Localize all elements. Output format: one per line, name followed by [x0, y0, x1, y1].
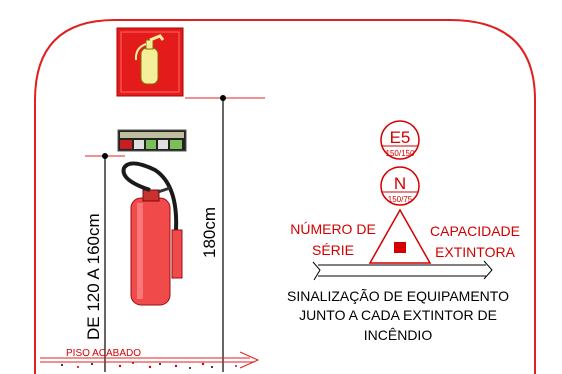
caption-line1: SINALIZAÇÃO DE EQUIPAMENTO: [287, 288, 509, 304]
serial-number-label-line1: NÚMERO DE: [290, 221, 376, 237]
fire-extinguisher-sign-icon: [116, 27, 184, 97]
symbol-top-circle-sub: 150/150: [386, 149, 415, 158]
symbol-top-circle-main: E5: [390, 128, 411, 147]
caption-line3: INCÊNDIO: [364, 327, 433, 343]
floor-line: [40, 351, 260, 369]
capacity-label-line1: CAPACIDADE: [430, 223, 520, 239]
fire-class-label-icon: [117, 129, 187, 152]
floor-label: PISO ACABADO: [66, 348, 141, 359]
right-height-dimension: 180cm: [200, 207, 219, 258]
symbol-top-circle: [380, 120, 420, 160]
symbol-triangle: [368, 208, 432, 264]
symbol-mid-circle: [380, 166, 420, 206]
serial-number-label-line2: SÉRIE: [312, 242, 354, 258]
symbol-mid-circle-main: N: [394, 174, 406, 193]
caption-line2: JUNTO A CADA EXTINTOR DE: [299, 307, 497, 323]
symbol-baseline: [312, 260, 493, 281]
fire-extinguisher-icon: [121, 161, 183, 306]
symbol-mid-circle-sub: 150/75: [388, 195, 413, 204]
left-height-dimension: DE 120 A 160cm: [84, 213, 103, 340]
frame-border: [34, 19, 536, 374]
capacity-label-line2: EXTINTORA: [435, 244, 516, 260]
dimension-lines: [85, 95, 265, 372]
